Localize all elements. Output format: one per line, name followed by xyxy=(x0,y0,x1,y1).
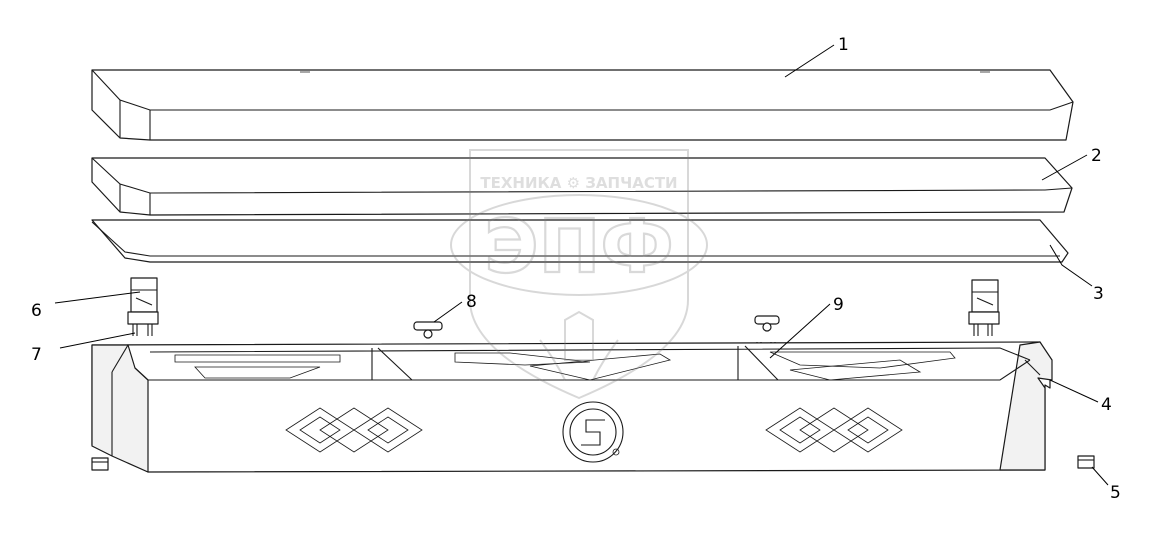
callout-3: 3 xyxy=(1093,284,1104,304)
decorative-knot-left xyxy=(285,407,423,453)
callout-4: 4 xyxy=(1101,395,1112,415)
callout-7: 7 xyxy=(31,345,42,365)
callout-1: 1 xyxy=(838,35,849,55)
part-6-bracket-right xyxy=(968,279,1000,336)
callout-5: 5 xyxy=(1110,483,1121,503)
callout-9: 9 xyxy=(833,295,844,315)
watermark-big-text: ЭПФ xyxy=(484,204,674,290)
brand-emblem-icon xyxy=(562,401,624,463)
part-4-box-frame xyxy=(91,341,1053,473)
watermark-top-text: ТЕХНИКА ⚙ ЗАПЧАСТИ xyxy=(480,174,677,192)
part-6-bracket-left xyxy=(127,277,159,336)
callout-6: 6 xyxy=(31,301,42,321)
part-3-thin-board xyxy=(91,219,1069,263)
leader-lines xyxy=(54,44,1109,486)
part-5-foot-right xyxy=(1077,455,1095,469)
decorative-knot-right xyxy=(765,407,903,453)
part-2-middle-board xyxy=(91,157,1073,216)
part-1-top-board xyxy=(91,69,1074,141)
callout-8: 8 xyxy=(466,292,477,312)
watermark-logo: ТЕХНИКА ⚙ ЗАПЧАСТИ ЭПФ xyxy=(450,149,708,400)
callout-2: 2 xyxy=(1091,146,1102,166)
part-5-foot-left xyxy=(91,457,109,471)
